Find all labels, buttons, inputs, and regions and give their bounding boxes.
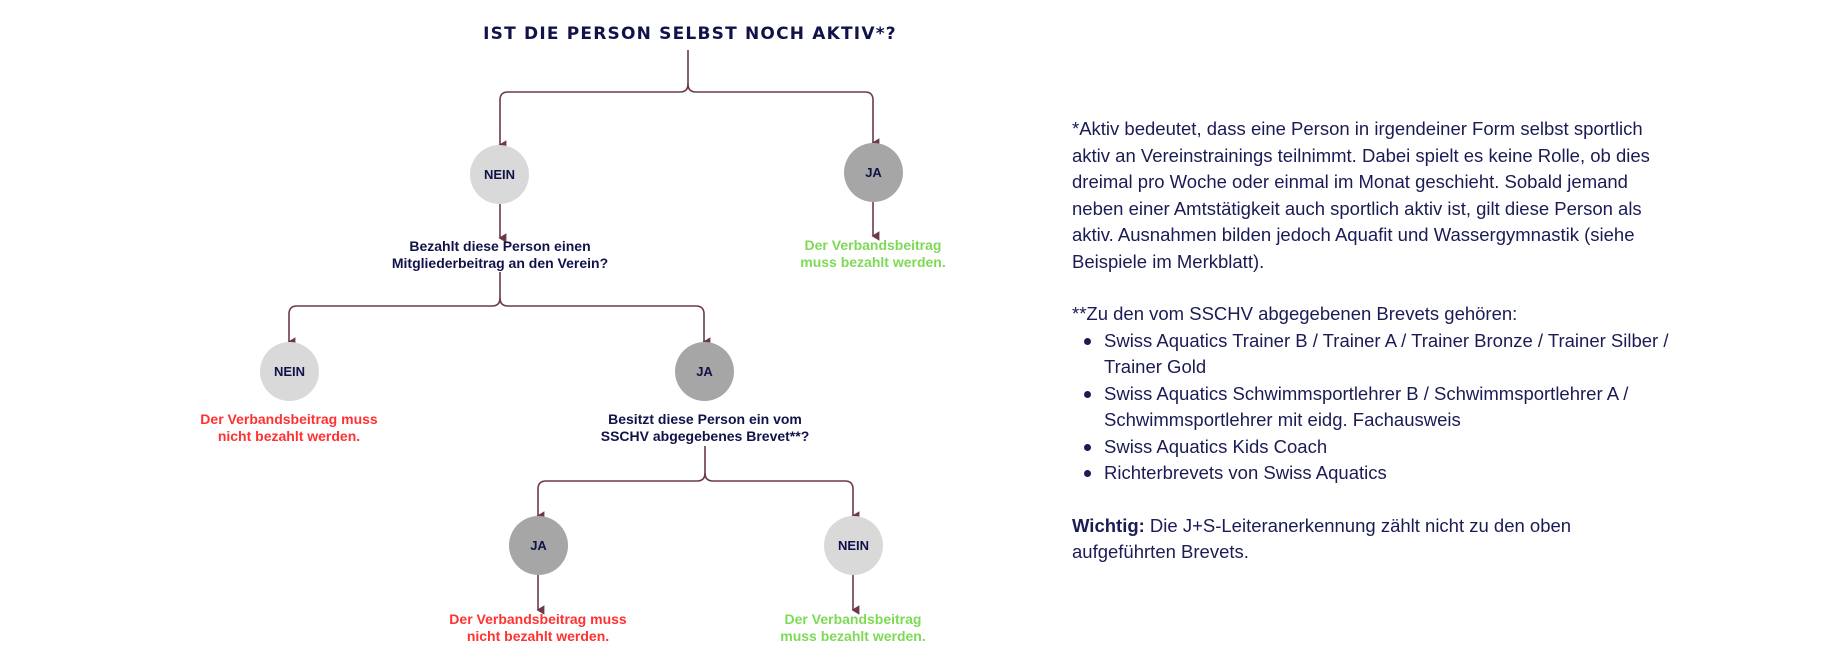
result-pay-not-required-level2: Der Verbandsbeitrag muss nicht bezahlt w…: [179, 411, 399, 445]
bullet-icon: [1084, 443, 1091, 451]
list-item-text: Swiss Aquatics Schwimmsportlehrer B / Sc…: [1104, 382, 1629, 431]
list-item-text: Swiss Aquatics Kids Coach: [1104, 435, 1328, 457]
result-line: Der Verbandsbeitrag: [804, 237, 942, 253]
node-label: NEIN: [483, 167, 516, 182]
node-label: NEIN: [837, 538, 870, 553]
spacer: [1072, 275, 1672, 301]
list-item-text: Swiss Aquatics Trainer B / Trainer A / T…: [1104, 329, 1669, 378]
connector-root: [498, 50, 689, 150]
brevets-intro: **Zu den vom SSCHV abgegebenen Brevets g…: [1072, 303, 1518, 324]
list-item: Swiss Aquatics Trainer B / Trainer A / T…: [1084, 328, 1672, 381]
question-line: Mitgliederbeitrag an den Verein?: [391, 255, 609, 271]
node-ja-level2: JA: [675, 342, 734, 401]
connector-lines: [287, 50, 880, 615]
bullet-icon: [1084, 390, 1091, 398]
result-line: nicht bezahlt werden.: [466, 628, 610, 644]
node-label: NEIN: [273, 364, 306, 379]
decision-flowchart: IST DIE PERSON SELBST NOCH AKTIV*? NEIN …: [179, 24, 973, 645]
node-nein-level2: NEIN: [260, 342, 319, 401]
node-label: JA: [865, 165, 882, 180]
list-item: Richterbrevets von Swiss Aquatics: [1084, 460, 1672, 487]
connector-question1-left: [287, 272, 501, 347]
important-note: Wichtig: Die J+S-Leiteranerkennung zählt…: [1072, 513, 1672, 566]
list-item-text: Richterbrevets von Swiss Aquatics: [1104, 462, 1387, 483]
result-line: Der Verbandsbeitrag muss: [200, 411, 378, 427]
connector-question2-left: [536, 446, 706, 521]
result-line: Der Verbandsbeitrag muss: [449, 611, 627, 627]
result-line: nicht bezahlt werden.: [217, 428, 361, 444]
important-label: Wichtig:: [1072, 514, 1145, 536]
important-text: Die J+S-Leiteranerkennung zählt nicht zu…: [1072, 514, 1572, 563]
question-brevet: Besitzt diese Person ein vom SSCHV abgeg…: [585, 411, 825, 445]
connector-root-right: [687, 83, 880, 148]
node-ja-level1: JA: [844, 143, 903, 202]
question-line: Bezahlt diese Person einen: [409, 238, 591, 254]
question-membership-fee: Bezahlt diese Person einen Mitgliederbei…: [370, 238, 630, 272]
result-pay-required-level3: Der Verbandsbeitrag muss bezahlt werden.: [753, 611, 953, 645]
spacer: [1072, 487, 1672, 513]
bullet-icon: [1084, 470, 1091, 477]
question-line: Besitzt diese Person ein vom: [608, 411, 802, 427]
node-nein-level3: NEIN: [824, 516, 883, 575]
result-line: muss bezahlt werden.: [800, 254, 946, 270]
list-item: Swiss Aquatics Schwimmsportlehrer B / Sc…: [1084, 381, 1672, 434]
result-line: Der Verbandsbeitrag: [784, 611, 922, 627]
root-question: IST DIE PERSON SELBST NOCH AKTIV*?: [483, 24, 897, 44]
result-line: muss bezahlt werden.: [780, 628, 926, 644]
question-line: SSCHV abgegebenes Brevet**?: [600, 428, 810, 444]
node-label: JA: [696, 364, 713, 379]
aktiv-footnote: *Aktiv bedeutet, dass eine Person in irg…: [1072, 118, 1650, 272]
list-item: Swiss Aquatics Kids Coach: [1084, 434, 1672, 461]
brevets-list: Swiss Aquatics Trainer B / Trainer A / T…: [1072, 328, 1672, 487]
node-ja-level3: JA: [509, 516, 568, 575]
result-pay-required-level1: Der Verbandsbeitrag muss bezahlt werden.: [773, 237, 973, 271]
result-pay-not-required-level3: Der Verbandsbeitrag muss nicht bezahlt w…: [428, 611, 648, 645]
footnotes-panel: *Aktiv bedeutet, dass eine Person in irg…: [1072, 116, 1672, 566]
bullet-icon: [1084, 337, 1091, 345]
connector-question1-right: [499, 297, 711, 347]
node-nein-level1: NEIN: [470, 145, 529, 204]
connector-question2-right: [704, 472, 860, 521]
node-label: JA: [530, 538, 547, 553]
